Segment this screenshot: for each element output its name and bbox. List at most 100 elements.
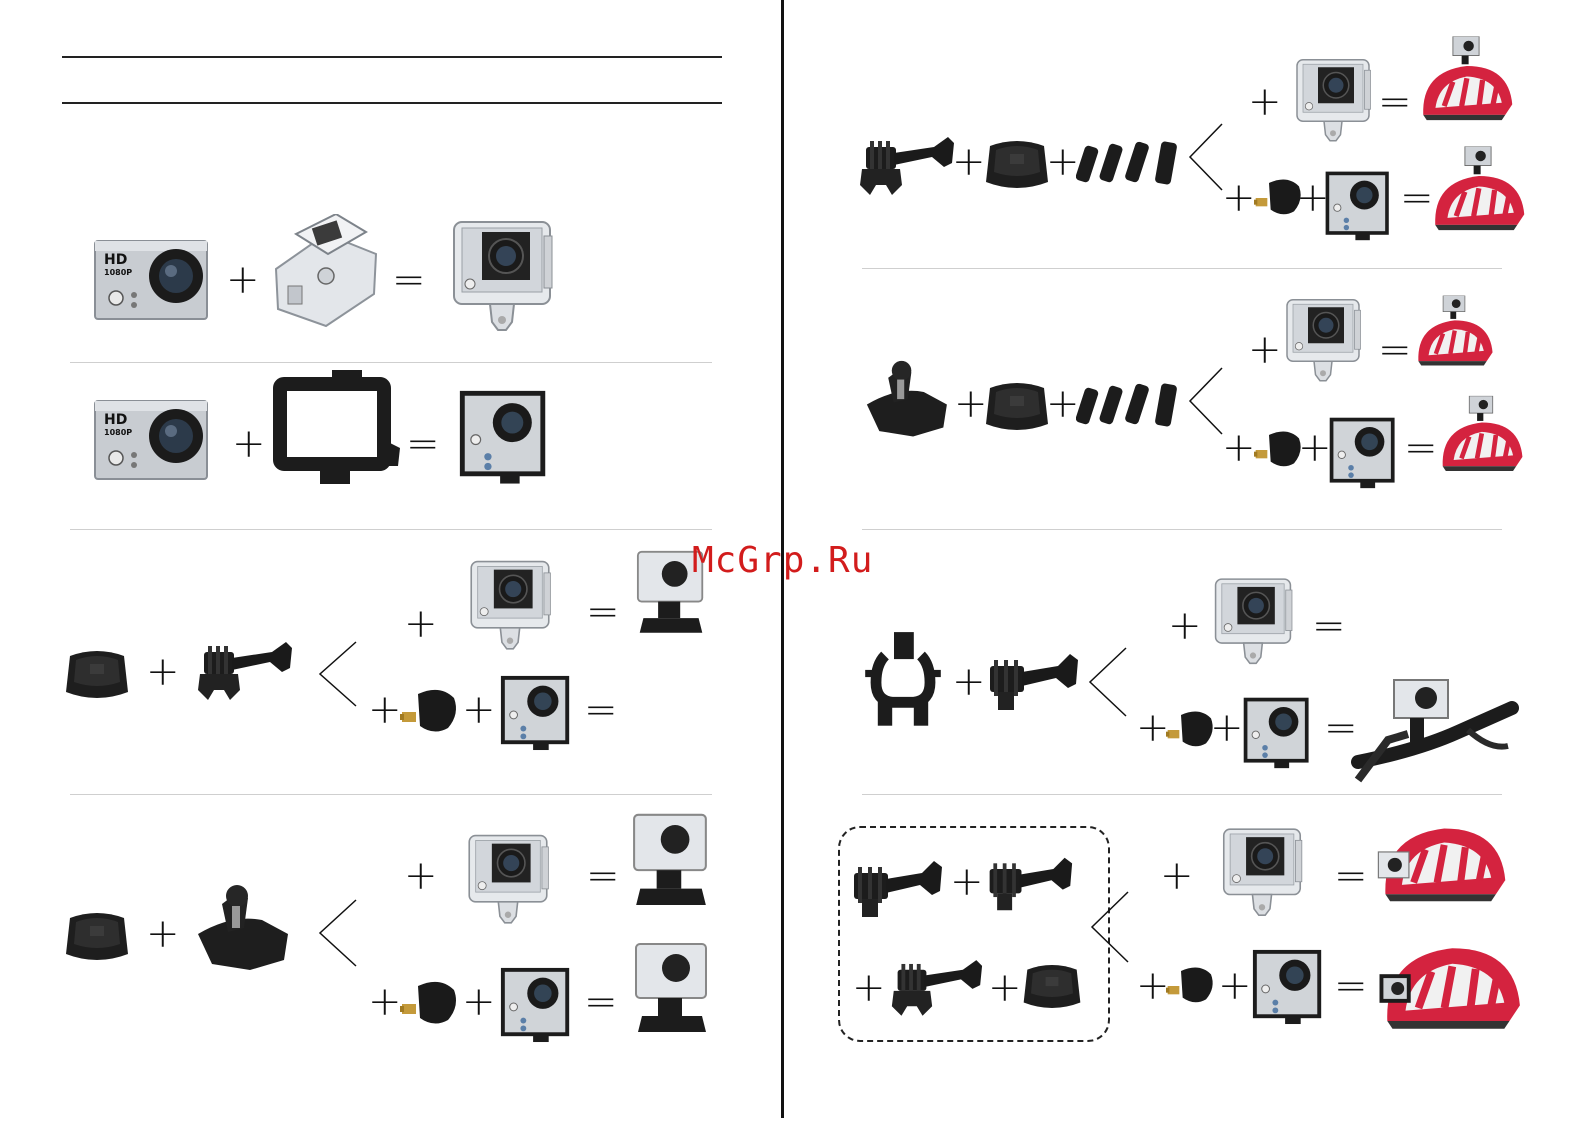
plus-sign: + [1218, 966, 1252, 1006]
tripod-adapter-icon [1166, 706, 1216, 754]
flat-adhesive-mount-icon [62, 906, 132, 968]
equals-sign: = [584, 690, 618, 730]
handlebar-mount-icon [858, 626, 948, 730]
thumbscrew-buckle-icon [856, 130, 956, 200]
plus-sign: + [462, 982, 496, 1022]
helmet-icon [1430, 142, 1526, 238]
equals-sign: = [586, 856, 620, 896]
helmet-icon [1438, 382, 1524, 488]
plus-sign: + [1210, 708, 1244, 748]
j-hook-buckle-icon [856, 360, 956, 440]
branch-bracket-icon [318, 640, 358, 708]
housed-camera-icon [1212, 576, 1294, 668]
flat-adhesive-mount-icon [982, 376, 1052, 438]
tripod-adapter-icon [1166, 962, 1216, 1010]
thumbscrew-buckle-icon [194, 638, 294, 702]
separator [70, 794, 712, 795]
plus-sign: + [1046, 384, 1080, 424]
equals-sign: = [1324, 708, 1358, 748]
plus-sign: + [1136, 708, 1170, 748]
branch-bracket-icon [1088, 646, 1128, 718]
plus-sign: + [226, 260, 260, 300]
equals-sign: = [1378, 330, 1412, 370]
flat-adhesive-mount-icon [982, 134, 1052, 196]
plus-sign: + [1248, 82, 1282, 122]
flat-adhesive-mount-icon [1020, 958, 1084, 1016]
plus-sign: + [988, 968, 1022, 1008]
plus-sign: + [1168, 606, 1202, 646]
tripod-adapter-icon [400, 976, 460, 1032]
plus-sign: + [462, 690, 496, 730]
equals-sign: = [586, 592, 620, 632]
plus-sign: + [232, 424, 266, 464]
plus-sign: + [952, 142, 986, 182]
housed-camera-icon [450, 218, 554, 336]
plus-sign: + [1222, 428, 1256, 468]
thumbscrew-buckle-icon [888, 954, 984, 1020]
plus-sign: + [404, 856, 438, 896]
branch-bracket-icon [1090, 890, 1130, 964]
separator [70, 362, 712, 363]
separator [70, 529, 712, 530]
plus-sign: + [950, 862, 984, 902]
housed-camera-icon [1220, 826, 1304, 920]
framed-camera-icon [1250, 946, 1328, 1026]
equals-sign: = [1404, 428, 1438, 468]
flat-adhesive-mount-icon [62, 644, 132, 706]
extension-arm-icon [848, 852, 944, 924]
bicycle-handlebar-icon [1358, 670, 1514, 782]
plus-sign: + [146, 652, 180, 692]
branch-bracket-icon [318, 898, 358, 968]
mounted-housed-camera-icon [630, 812, 712, 916]
camera-badge-hd: HD [104, 252, 144, 268]
framed-camera-icon [1240, 694, 1316, 770]
equals-sign: = [1400, 178, 1434, 218]
equals-sign: = [392, 260, 426, 300]
separator [862, 268, 1502, 269]
helmet-icon [1418, 32, 1514, 128]
separator [862, 529, 1502, 530]
watermark-text: McGrp.Ru [692, 540, 873, 581]
equals-sign: = [1312, 606, 1346, 646]
plus-sign: + [1046, 142, 1080, 182]
branch-bracket-icon [1188, 122, 1224, 192]
branch-bracket-icon [1188, 366, 1224, 436]
camera-badge-res: 1080P [104, 428, 144, 437]
plus-sign: + [1160, 856, 1194, 896]
housed-camera-icon [1284, 296, 1362, 386]
equals-sign: = [406, 424, 440, 464]
helmet-icon [1376, 812, 1510, 906]
waterproof-housing-icon [266, 214, 380, 334]
strap-clips-icon [1076, 380, 1182, 430]
framed-camera-icon [450, 386, 560, 486]
framed-camera-icon [498, 964, 576, 1044]
tripod-adapter-icon [400, 684, 460, 740]
strap-clips-icon [1076, 138, 1182, 188]
framed-camera-icon [498, 672, 576, 752]
helmet-icon [1414, 290, 1494, 374]
tripod-adapter-icon [1254, 426, 1304, 474]
plus-sign: + [368, 982, 402, 1022]
framed-camera-icon [1322, 168, 1396, 242]
header-rule-top [62, 56, 722, 58]
separator [862, 794, 1502, 795]
plus-sign: + [1222, 178, 1256, 218]
j-hook-buckle-icon [192, 884, 292, 974]
frame-mount-icon [272, 370, 402, 488]
plus-sign: + [952, 662, 986, 702]
housed-camera-icon [468, 558, 552, 654]
plus-sign: + [1136, 966, 1170, 1006]
camera-badge-hd: HD [104, 412, 144, 428]
camera-badge: HD 1080P [104, 412, 144, 437]
helmet-icon [1376, 930, 1526, 1034]
camera-badge-res: 1080P [104, 268, 144, 277]
equals-sign: = [1378, 82, 1412, 122]
plus-sign: + [852, 968, 886, 1008]
equals-sign: = [1334, 966, 1368, 1006]
mounted-framed-camera-icon [632, 938, 712, 1046]
plus-sign: + [1248, 330, 1282, 370]
camera-badge: HD 1080P [104, 252, 144, 277]
equals-sign: = [1334, 856, 1368, 896]
plus-sign: + [368, 690, 402, 730]
plus-sign: + [404, 604, 438, 644]
